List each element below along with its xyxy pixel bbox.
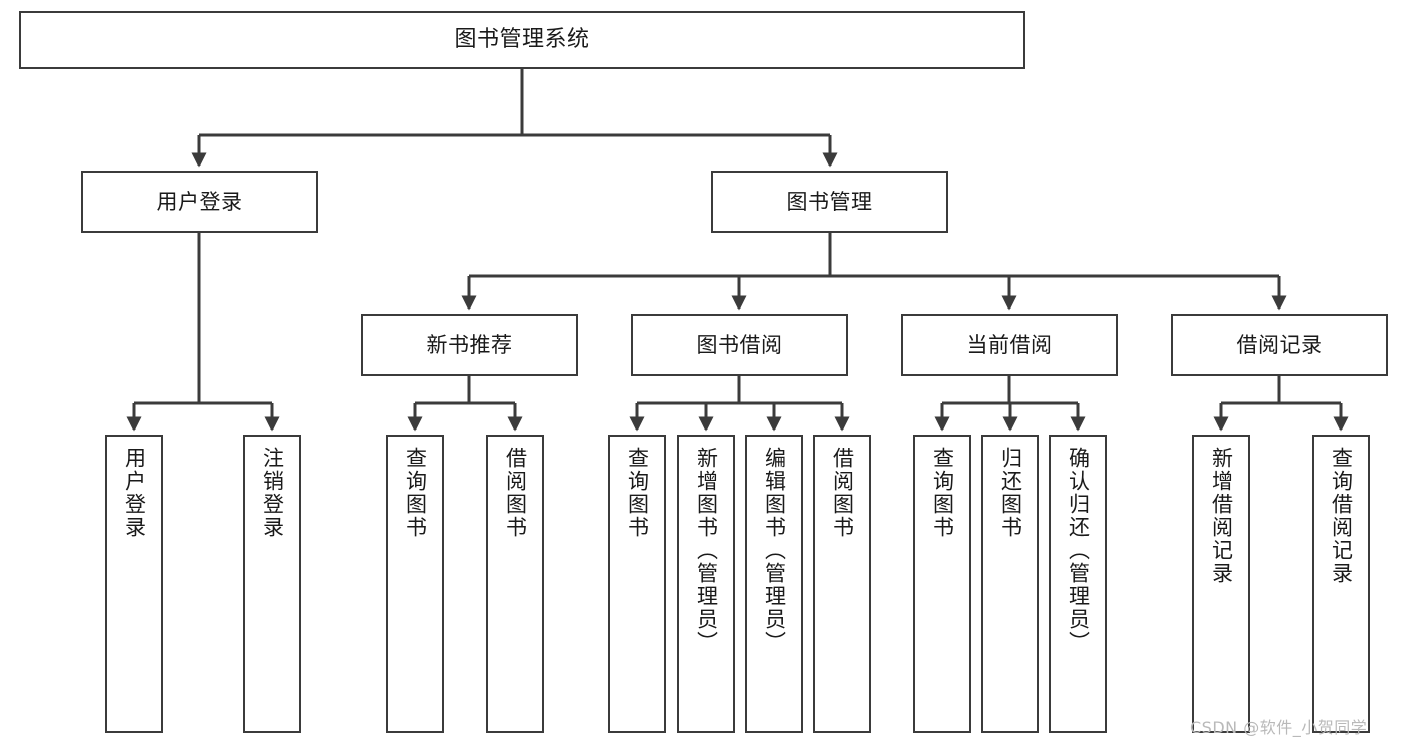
node-leaf-return-book-label: 归还图书 bbox=[998, 447, 1023, 539]
node-leaf-add-record-label: 新增借阅记录 bbox=[1209, 447, 1234, 585]
node-new-book-recommend-label: 新书推荐 bbox=[426, 332, 513, 357]
csdn-watermark: CSDN @软件_小贺同学 bbox=[1190, 718, 1368, 737]
node-leaf-edit-book[interactable]: 编辑图书（管理员） bbox=[745, 435, 803, 733]
node-leaf-user-logout-label: 注销登录 bbox=[260, 447, 285, 539]
node-current-borrow[interactable]: 当前借阅 bbox=[901, 314, 1118, 376]
node-leaf-user-login-label: 用户登录 bbox=[122, 447, 147, 539]
node-leaf-borrow-book-2-label: 借阅图书 bbox=[830, 447, 855, 539]
node-leaf-query-book-3-label: 查询图书 bbox=[930, 447, 955, 539]
node-root-label: 图书管理系统 bbox=[454, 27, 590, 53]
node-new-book-recommend[interactable]: 新书推荐 bbox=[361, 314, 578, 376]
node-leaf-edit-book-label: 编辑图书（管理员） bbox=[762, 447, 787, 654]
node-leaf-query-book-2-label: 查询图书 bbox=[625, 447, 650, 539]
node-leaf-add-book[interactable]: 新增图书（管理员） bbox=[677, 435, 735, 733]
node-root[interactable]: 图书管理系统 bbox=[19, 11, 1025, 69]
node-leaf-user-login[interactable]: 用户登录 bbox=[105, 435, 163, 733]
node-borrow-record[interactable]: 借阅记录 bbox=[1171, 314, 1388, 376]
node-leaf-return-book[interactable]: 归还图书 bbox=[981, 435, 1039, 733]
node-leaf-query-record-label: 查询借阅记录 bbox=[1329, 447, 1354, 585]
node-book-borrow[interactable]: 图书借阅 bbox=[631, 314, 848, 376]
node-leaf-confirm-return[interactable]: 确认归还（管理员） bbox=[1049, 435, 1107, 733]
node-leaf-borrow-book-1[interactable]: 借阅图书 bbox=[486, 435, 544, 733]
node-book-management-label: 图书管理 bbox=[786, 189, 873, 214]
node-leaf-add-book-label: 新增图书（管理员） bbox=[694, 447, 719, 654]
node-leaf-add-record[interactable]: 新增借阅记录 bbox=[1192, 435, 1250, 733]
node-book-borrow-label: 图书借阅 bbox=[696, 332, 783, 357]
node-borrow-record-label: 借阅记录 bbox=[1236, 332, 1323, 357]
node-leaf-query-record[interactable]: 查询借阅记录 bbox=[1312, 435, 1370, 733]
node-user-login-label: 用户登录 bbox=[156, 189, 243, 214]
node-leaf-query-book-2[interactable]: 查询图书 bbox=[608, 435, 666, 733]
node-current-borrow-label: 当前借阅 bbox=[966, 332, 1053, 357]
node-leaf-query-book-3[interactable]: 查询图书 bbox=[913, 435, 971, 733]
node-leaf-borrow-book-2[interactable]: 借阅图书 bbox=[813, 435, 871, 733]
node-leaf-query-book-1-label: 查询图书 bbox=[403, 447, 428, 539]
node-leaf-user-logout[interactable]: 注销登录 bbox=[243, 435, 301, 733]
node-leaf-confirm-return-label: 确认归还（管理员） bbox=[1066, 447, 1091, 654]
node-leaf-query-book-1[interactable]: 查询图书 bbox=[386, 435, 444, 733]
node-book-management[interactable]: 图书管理 bbox=[711, 171, 948, 233]
node-user-login[interactable]: 用户登录 bbox=[81, 171, 318, 233]
node-leaf-borrow-book-1-label: 借阅图书 bbox=[503, 447, 528, 539]
